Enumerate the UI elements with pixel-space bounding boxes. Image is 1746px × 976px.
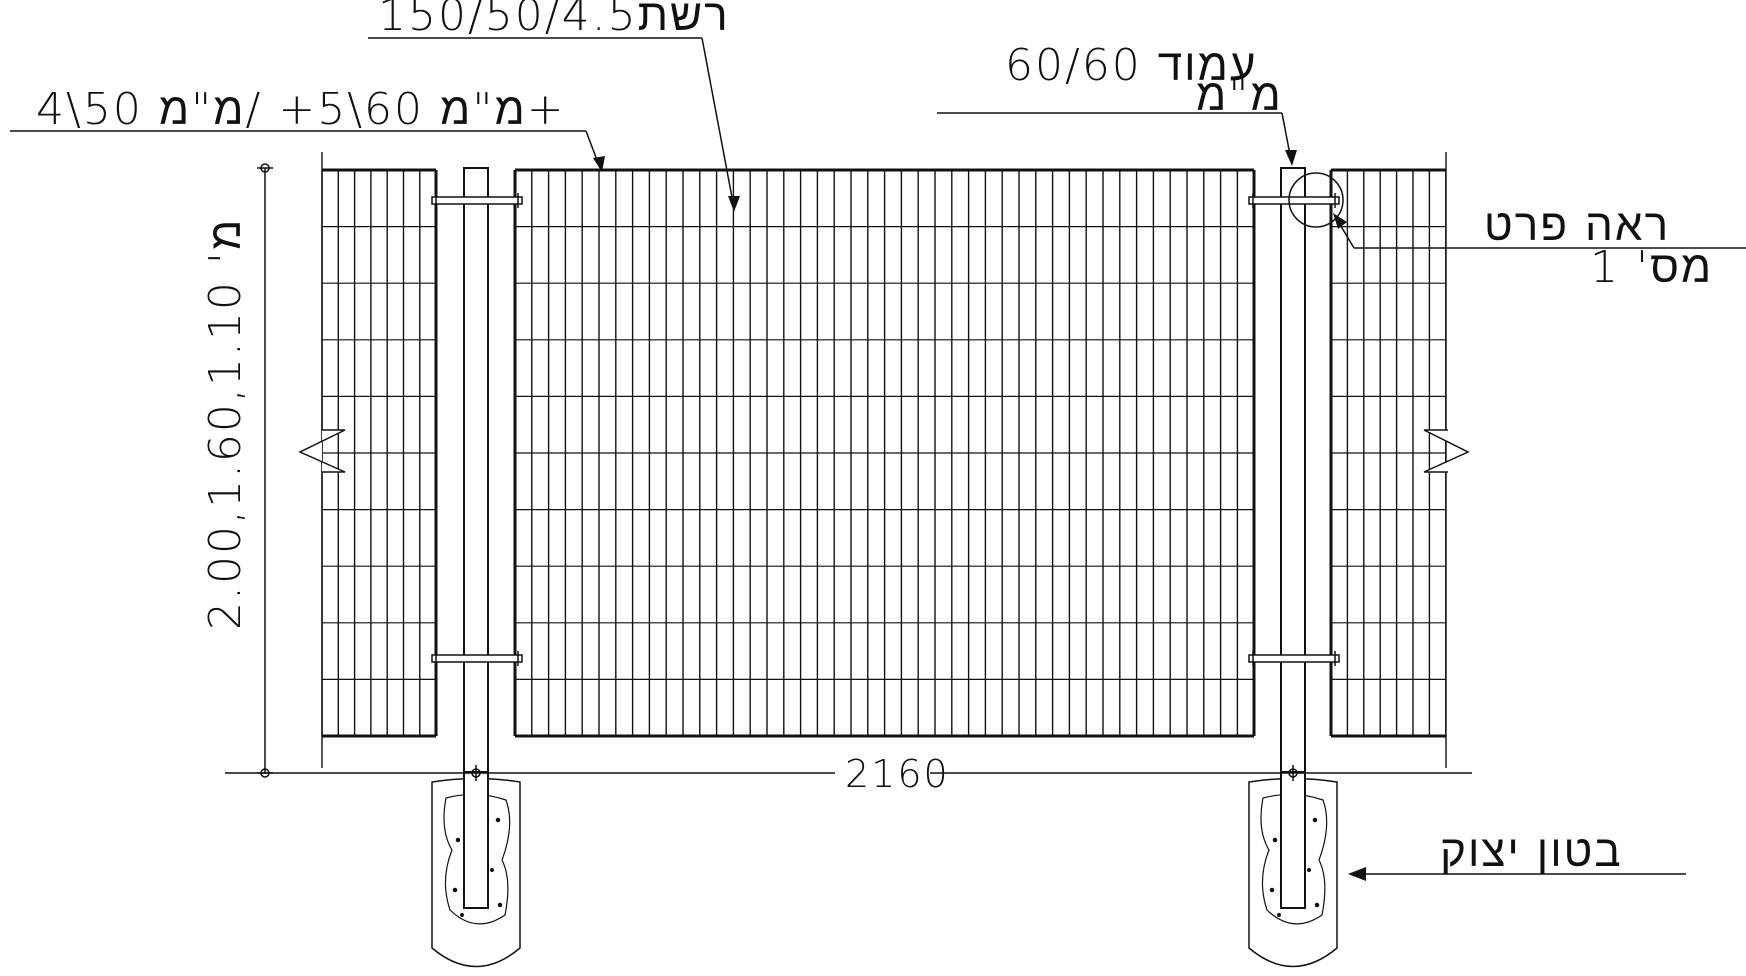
leader-lines (10, 37, 1746, 875)
right-break-symbol (1423, 429, 1470, 473)
leader-arrowheads (593, 150, 1366, 881)
mesh-spec-label: 150/50/4.5רשת (378, 0, 730, 41)
left-mesh-panel (321, 152, 438, 768)
wire-spec-label: מ"מ 60\5+ /מ"מ 50\4+ (36, 84, 566, 135)
post-unit-label: מ"מ (1196, 70, 1283, 121)
post-clamps (431, 193, 1340, 666)
post-spec-label: עמוד 60/60 (1005, 40, 1257, 91)
detail-reference-label: ראה פרט (1484, 200, 1670, 251)
left-post-embedded (463, 771, 489, 909)
dimension-lines (225, 163, 1472, 781)
left-break-symbol (298, 429, 346, 473)
concrete-label: בטון יצוק (1440, 826, 1623, 877)
right-post-embedded (1280, 771, 1306, 909)
right-mesh-panel (1329, 152, 1447, 768)
detail-number-label: מס' 1 (1590, 242, 1713, 293)
main-mesh-panel (513, 168, 1256, 738)
height-dimension-label: מ' 2.00,1.60,1.10 (200, 218, 251, 630)
width-dimension-label: 2160 (845, 752, 950, 796)
